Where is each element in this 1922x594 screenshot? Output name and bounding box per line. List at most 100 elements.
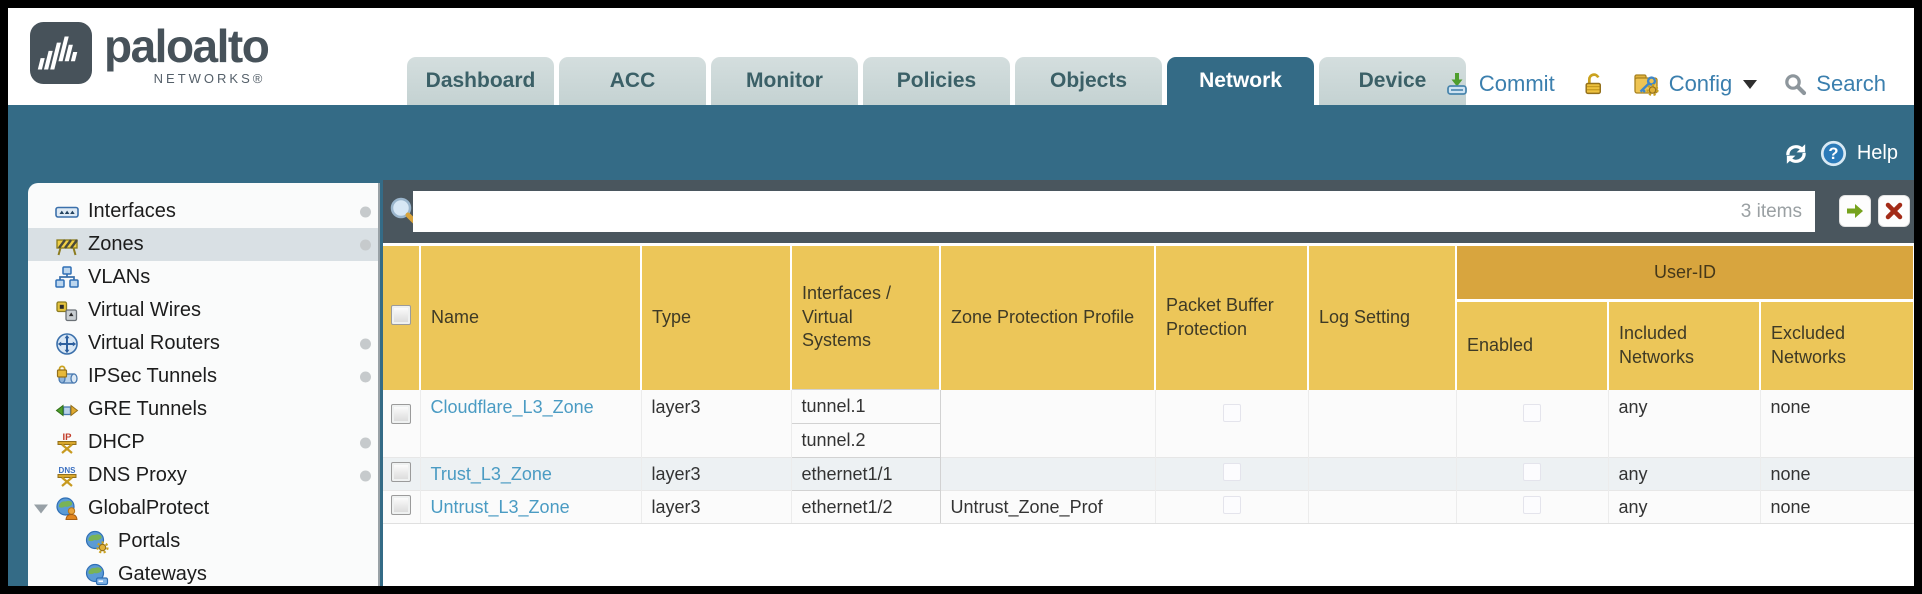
apply-filter-button[interactable] [1839, 195, 1871, 227]
column-header-included-networks[interactable]: Included Networks [1608, 299, 1761, 390]
top-header-band: paloalto NETWORKS® Dashboard ACC Monitor… [8, 8, 1914, 105]
sidebar-item-label: Zones [88, 233, 144, 255]
column-header-log-setting[interactable]: Log Setting [1308, 243, 1457, 390]
zone-name-link[interactable]: Cloudflare_L3_Zone [430, 396, 594, 417]
gateways-icon [85, 563, 109, 585]
config-icon[interactable] [1632, 71, 1660, 97]
excluded-networks-cell: none [1760, 490, 1914, 524]
column-header-enabled[interactable]: Enabled [1456, 299, 1609, 390]
sidebar-item-globalprotect[interactable]: GlobalProtect [28, 492, 378, 525]
search-button[interactable]: Search [1816, 71, 1886, 96]
filter-input-box: 3 items [413, 191, 1815, 232]
zone-name-link[interactable]: Untrust_L3_Zone [430, 496, 570, 517]
green-arrow-icon [1847, 204, 1863, 218]
ipsec-tunnels-icon [56, 365, 78, 384]
sidebar-item-ipsec-tunnels[interactable]: IPSec Tunnels [28, 360, 378, 393]
log-setting-cell [1308, 389, 1457, 458]
sidebar-item-label: Gateways [118, 563, 207, 585]
sidebar-item-label: Virtual Routers [88, 332, 220, 354]
select-all-column-header[interactable] [383, 243, 421, 390]
table-row: Cloudflare_L3_Zone layer3 tunnel.1 any n… [383, 389, 1914, 458]
row-checkbox[interactable] [391, 461, 412, 482]
included-networks-cell: any [1608, 389, 1761, 458]
tab-network[interactable]: Network [1167, 57, 1314, 105]
interface-cell: ethernet1/2 [790, 490, 941, 524]
content-pane: 3 items [383, 180, 1914, 586]
row-checkbox[interactable] [391, 494, 412, 515]
globalprotect-icon [56, 496, 78, 520]
tab-acc[interactable]: ACC [559, 57, 706, 105]
sidebar-item-label: DNS Proxy [88, 464, 187, 486]
column-header-packet-buffer-protection[interactable]: Packet Buffer Protection [1155, 243, 1309, 390]
sidebar-item-dhcp[interactable]: IP DHCP [28, 426, 378, 459]
sidebar-item-label: IPSec Tunnels [88, 365, 217, 387]
sidebar-item-label: GRE Tunnels [88, 398, 207, 420]
sidebar-item-gre-tunnels[interactable]: GRE Tunnels [28, 393, 378, 426]
paloalto-logo-icon [30, 22, 92, 84]
packet-buffer-checkbox [1222, 462, 1241, 481]
sidebar-item-virtual-routers[interactable]: Virtual Routers [28, 327, 378, 360]
refresh-icon[interactable] [1782, 142, 1810, 166]
column-header-excluded-networks[interactable]: Excluded Networks [1760, 299, 1914, 390]
tab-monitor[interactable]: Monitor [711, 57, 858, 105]
expand-triangle-icon[interactable] [34, 504, 48, 513]
filter-bar: 3 items [383, 180, 1914, 243]
brand-logo: paloalto NETWORKS® [30, 20, 270, 86]
enabled-checkbox [1523, 495, 1541, 514]
sidebar-item-portals[interactable]: Portals [28, 525, 378, 558]
commit-button[interactable]: Commit [1478, 71, 1555, 96]
item-dot [360, 338, 371, 349]
clear-filter-button[interactable] [1878, 195, 1910, 227]
sidebar-item-interfaces[interactable]: Interfaces [28, 195, 378, 228]
help-label[interactable]: Help [1856, 142, 1898, 164]
dhcp-icon: IP [57, 432, 77, 454]
tab-device[interactable]: Device [1319, 57, 1466, 105]
app-background: paloalto NETWORKS® Dashboard ACC Monitor… [8, 8, 1914, 586]
help-icon[interactable]: ? [1820, 140, 1847, 167]
sidebar-item-label: DHCP [88, 431, 145, 453]
zones-table: Name Type Interfaces / Virtual Systems Z… [383, 243, 1914, 586]
zone-protection-profile-cell [940, 389, 1156, 458]
log-setting-cell [1308, 490, 1457, 524]
column-header-interfaces[interactable]: Interfaces / Virtual Systems [791, 243, 941, 390]
row-select-cell [383, 490, 421, 524]
column-header-type[interactable]: Type [641, 243, 792, 390]
tab-policies[interactable]: Policies [863, 57, 1010, 105]
zone-name-link[interactable]: Trust_L3_Zone [430, 463, 552, 484]
config-caret-icon[interactable] [1743, 79, 1758, 89]
sidebar-item-vlans[interactable]: VLANs [28, 261, 378, 294]
sidebar-item-dns-proxy[interactable]: DNS DNS Proxy [28, 459, 378, 492]
tab-dashboard[interactable]: Dashboard [407, 57, 554, 105]
included-networks-cell: any [1608, 457, 1761, 491]
row-select-cell [383, 457, 421, 491]
interfaces-icon [55, 206, 79, 218]
config-button[interactable]: Config [1668, 71, 1733, 96]
zone-protection-profile-cell [940, 457, 1156, 491]
row-checkbox[interactable] [391, 403, 412, 424]
packet-buffer-protection-cell [1155, 490, 1309, 524]
packet-buffer-protection-cell [1155, 389, 1309, 458]
dns-proxy-icon: DNS [57, 466, 77, 487]
sidebar-item-gateways[interactable]: Gateways [28, 558, 378, 586]
enabled-checkbox [1523, 403, 1541, 422]
tab-objects[interactable]: Objects [1015, 57, 1162, 105]
column-header-zone-protection-profile[interactable]: Zone Protection Profile [940, 243, 1156, 390]
sidebar-item-zones[interactable]: Zones [28, 228, 378, 261]
commit-icon[interactable] [1444, 71, 1470, 97]
name-cell: Cloudflare_L3_Zone [420, 389, 642, 458]
brand-name: paloalto [104, 20, 270, 72]
search-icon[interactable] [1783, 72, 1807, 96]
lock-icon[interactable] [1581, 72, 1606, 97]
sidebar-item-virtual-wires[interactable]: Virtual Wires [28, 294, 378, 327]
item-dot [360, 371, 371, 382]
svg-text:?: ? [1828, 144, 1838, 163]
interface-cell: ethernet1/1 [790, 457, 941, 491]
column-header-name[interactable]: Name [420, 243, 642, 390]
enabled-cell [1456, 389, 1609, 458]
name-cell: Untrust_L3_Zone [420, 490, 642, 524]
table-subrow: tunnel.2 [383, 423, 1914, 458]
select-all-checkbox[interactable] [391, 304, 411, 325]
filter-input[interactable] [413, 191, 1741, 232]
header-actions: Commit Config [1444, 71, 1886, 97]
